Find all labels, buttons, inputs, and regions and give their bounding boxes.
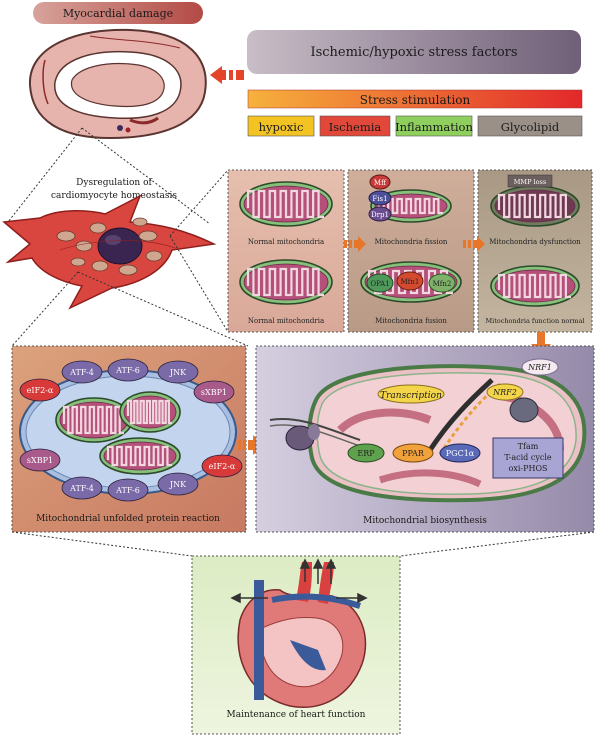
dysregulation-label-1: Dysregulation of xyxy=(76,178,152,188)
tfam-line-1: Tfam xyxy=(518,442,539,451)
upr-label: Mitochondrial unfolded protein reaction xyxy=(36,514,220,524)
nrf2-label: NRF2 xyxy=(492,388,517,397)
heart-illustration xyxy=(237,562,367,708)
zoom-lines-cell xyxy=(11,169,249,347)
tfam-line-3: oxi-PHOS xyxy=(509,464,548,473)
upr-protein-label-6: ATF-4 xyxy=(69,484,94,493)
pgc1a-badge xyxy=(439,443,481,463)
stress-factors-banner xyxy=(247,30,581,74)
upr-protein-label-9: eIF2-α xyxy=(209,462,236,471)
upr-protein-blob-9 xyxy=(201,454,243,478)
upr-protein-label-0: eIF2-α xyxy=(27,386,54,395)
upr-protein-blob-4 xyxy=(193,380,235,404)
upr-protein-blob-7 xyxy=(107,478,149,502)
upr-mito-right-top xyxy=(119,391,181,433)
fusion-protein-mfn2: Mfn2 xyxy=(433,280,452,288)
upr-protein-label-4: sXBP1 xyxy=(201,388,227,397)
upr-protein-label-7: ATF-6 xyxy=(115,486,140,495)
heart-function-label: Maintenance of heart function xyxy=(227,710,366,720)
dysregulation-label-2: cardiomyocyte homeostasis xyxy=(51,191,177,201)
biosynthesis-mitochondrion xyxy=(307,364,587,503)
biosynthesis-label: Mitochondrial biosynthesis xyxy=(363,516,487,526)
cardiomyocyte-cell xyxy=(2,194,217,310)
fusion-label: Mitochondria fusion xyxy=(375,317,447,325)
stimulus-label-glycolipid: Glycolipid xyxy=(501,120,560,134)
mmp-loss-badge xyxy=(507,174,553,188)
fusion-proteins xyxy=(366,271,456,293)
stimulus-box-inflammation xyxy=(395,115,473,137)
normal-mitochondrion-bottom xyxy=(239,259,333,305)
fusion-protein-opa1: OPA1 xyxy=(370,280,389,288)
stress-stimulation-bar xyxy=(247,89,583,109)
upr-protein-blob-5 xyxy=(19,448,61,472)
stress-to-heart-arrow xyxy=(210,66,244,84)
tfam-box xyxy=(492,437,564,479)
ppar-label: PPAR xyxy=(402,449,425,458)
fission-protein-mff: Mff xyxy=(374,179,387,187)
fission-protein-drp1: Drp1 xyxy=(371,211,389,219)
upr-protein-blob-6 xyxy=(61,476,103,500)
pgc1a-label: PGC1α xyxy=(446,449,475,458)
upr-mito-bottom xyxy=(99,437,181,475)
transcription-badge xyxy=(377,384,445,404)
fission-protein-fis1: Fis1 xyxy=(372,195,387,203)
fusion-protein-mfn1: Mfn1 xyxy=(401,278,420,286)
normal-mitochondrion-top xyxy=(239,181,333,227)
myocardial-damage-label: Myocardial damage xyxy=(63,7,173,20)
stimulus-box-hypoxic xyxy=(247,115,315,137)
zoom-lines-heart xyxy=(7,127,211,225)
normal-mito-label-top: Normal mitochondria xyxy=(248,238,324,246)
ppar-badge xyxy=(392,443,434,463)
normal-mito-label-bottom: Normal mitochondria xyxy=(248,317,324,325)
dysfunction-label: Mitochondria dysfunction xyxy=(489,238,581,246)
mmp-loss-label: MMP loss xyxy=(514,178,546,186)
stimulus-label-ischemia: Ischemia xyxy=(329,120,382,134)
upr-protein-blob-1 xyxy=(61,360,103,384)
tfam-line-2: T-acid cycle xyxy=(504,453,552,462)
function-normal-label: Mitochondria function normal xyxy=(485,317,584,325)
dysfunction-mitochondrion xyxy=(490,185,580,227)
myocardial-damage-badge xyxy=(33,2,203,24)
stress-stimulation-label: Stress stimulation xyxy=(360,93,471,107)
upr-protein-label-3: JNK xyxy=(169,368,187,377)
upr-protein-label-2: ATF-6 xyxy=(115,366,140,375)
upr-protein-blob-0 xyxy=(19,378,61,402)
zoom-lines-heart-panel xyxy=(11,531,595,557)
nrf2-badge xyxy=(486,383,524,401)
nrf1-badge xyxy=(521,358,559,376)
stimulus-box-glycolipid xyxy=(477,115,583,137)
stimuli-row: hypoxic Ischemia Inflammation Glycolipid xyxy=(247,115,583,137)
stimulus-box-ischemia xyxy=(319,115,391,137)
upr-protein-blob-3 xyxy=(157,360,199,384)
erp-badge xyxy=(347,443,385,463)
fission-label: Mitochondria fission xyxy=(375,238,448,246)
fission-proteins xyxy=(368,174,392,222)
blood-flow-arrows xyxy=(230,558,368,604)
function-normal-mitochondrion xyxy=(490,265,580,307)
nrf1-label: NRF1 xyxy=(527,363,552,372)
upr-protein-blob-2 xyxy=(107,358,149,382)
stimulus-label-hypoxic: hypoxic xyxy=(259,120,304,134)
upr-inner-mitochondria xyxy=(55,391,181,475)
polymerase-complexes xyxy=(285,397,539,451)
myocardium-cross-section xyxy=(28,28,207,140)
stimulus-label-inflammation: Inflammation xyxy=(395,120,473,134)
upr-protein-label-8: JNK xyxy=(169,480,187,489)
transcription-label: Transcription xyxy=(380,391,442,401)
stress-factors-label: Ischemic/hypoxic stress factors xyxy=(310,45,517,60)
upr-mito-left xyxy=(55,397,133,443)
upr-protein-label-1: ATF-4 xyxy=(69,368,94,377)
erp-label: ERP xyxy=(357,449,375,458)
upr-protein-blob-8 xyxy=(157,472,199,496)
upr-protein-label-5: sXBP1 xyxy=(27,456,53,465)
